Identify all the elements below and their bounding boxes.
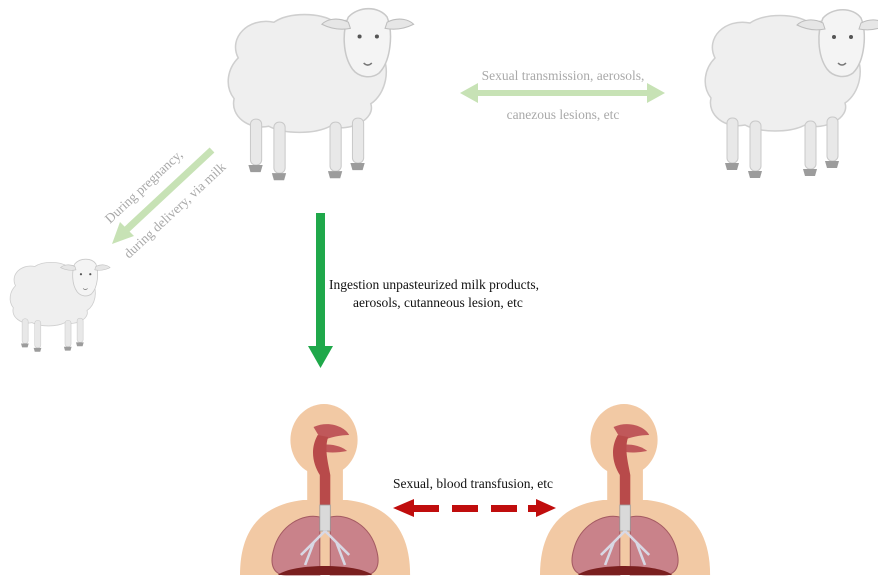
- human-to-human-label: Sexual, blood transfusion, etc: [393, 476, 553, 491]
- sheep-to-sheep-arrow: [460, 83, 665, 103]
- zoonotic-label-line1: Ingestion unpasteurized milk products,: [329, 277, 539, 292]
- lamb-icon: [10, 259, 110, 352]
- human-respiratory-icon-left: [240, 404, 410, 575]
- sheep-to-sheep-label-line1: Sexual transmission, aerosols,: [482, 68, 645, 83]
- human-to-human-arrow: [393, 499, 556, 517]
- human-respiratory-icon-right: [540, 404, 710, 575]
- zoonotic-label-line2: aerosols, cutanneous lesion, etc: [353, 295, 523, 310]
- sheep-to-sheep-label-line2: canezous lesions, etc: [507, 107, 620, 122]
- sheep-icon-contact: [705, 10, 878, 178]
- sheep-icon-source: [228, 9, 413, 181]
- vertical-transmission-label-line2: during delivery, via milk: [121, 159, 229, 261]
